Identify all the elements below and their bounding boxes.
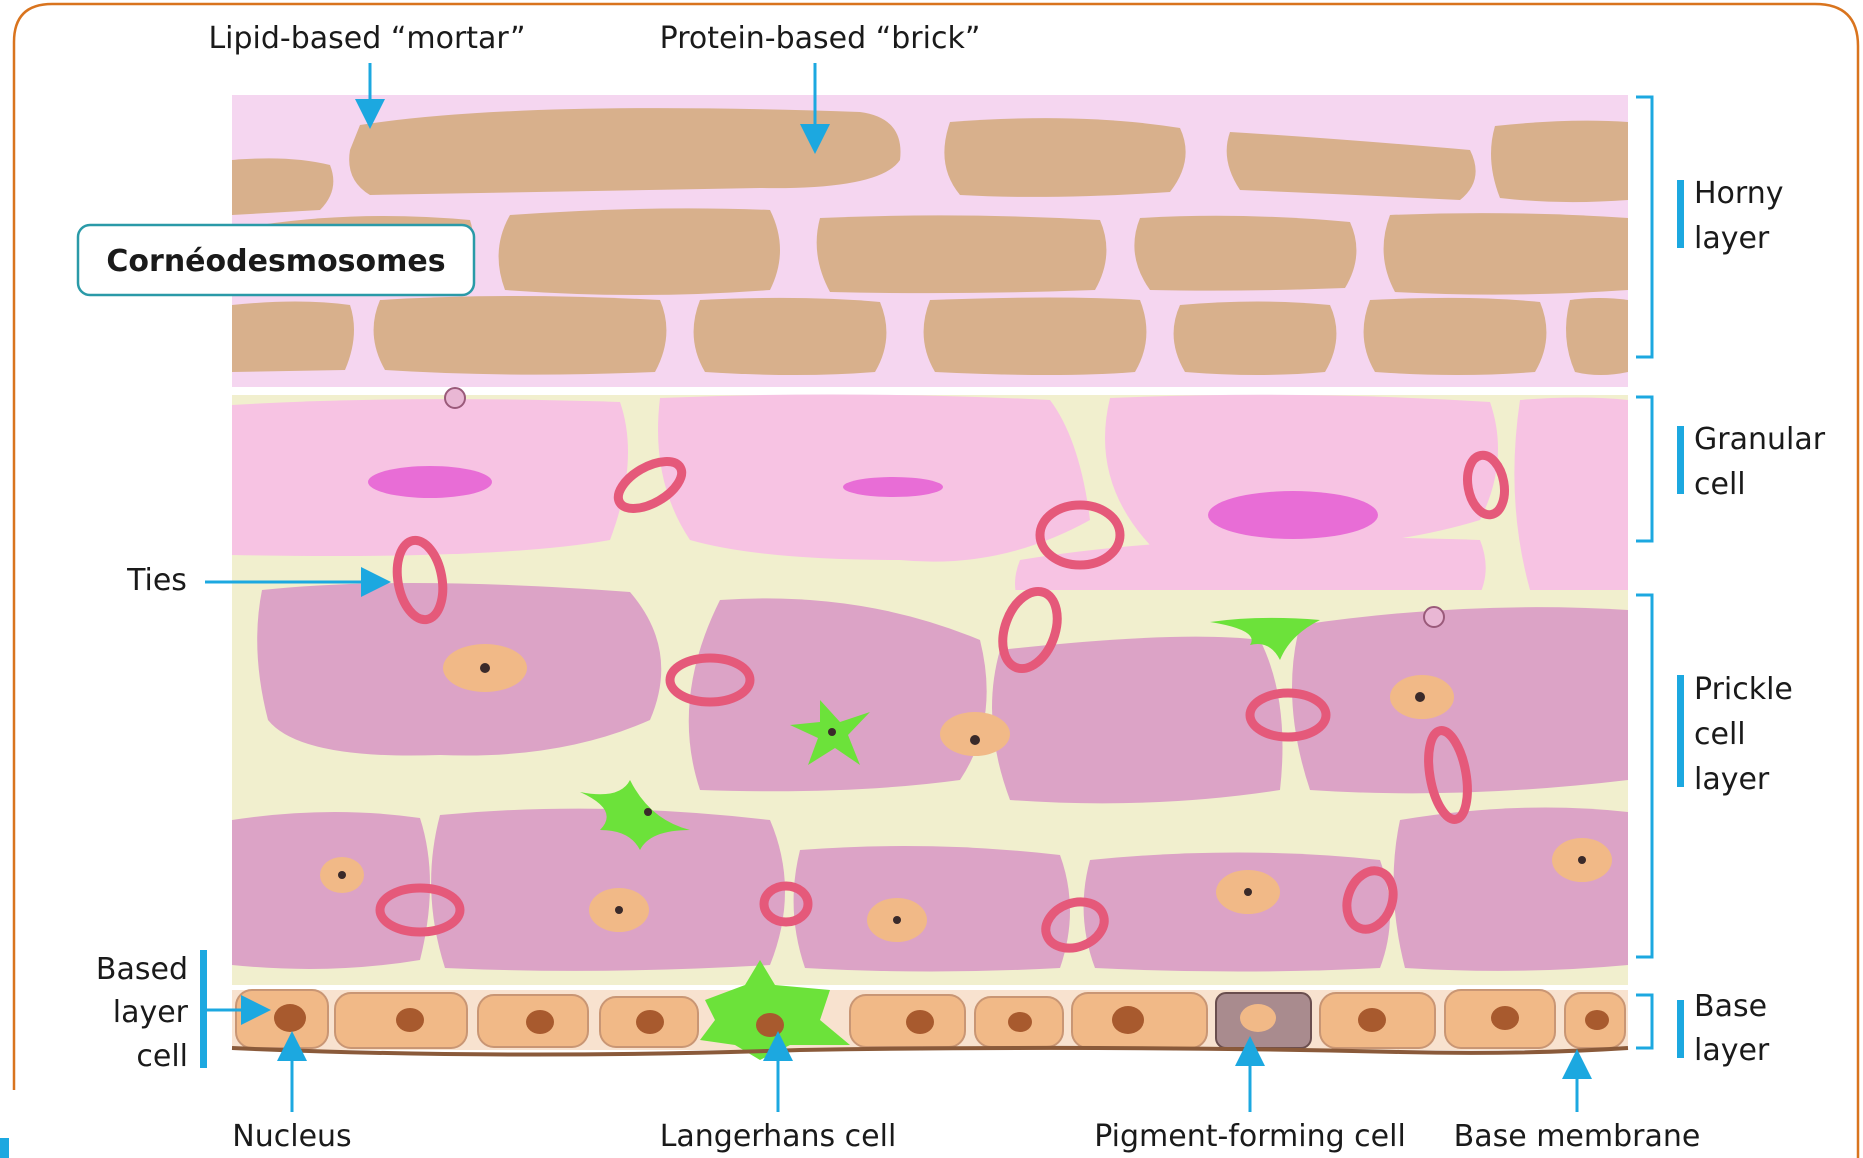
base-label-bar [1677, 1000, 1684, 1058]
base-nucleus [756, 1013, 784, 1037]
base-nucleus [906, 1010, 934, 1034]
base-membrane-label: Base membrane [1454, 1119, 1701, 1154]
prickle-cell [1394, 808, 1628, 971]
cell-nucleus [940, 712, 1010, 756]
brick [1566, 298, 1628, 375]
brick [1364, 298, 1547, 375]
brick [1491, 121, 1628, 202]
small-cell [1424, 607, 1444, 627]
ties-label: Ties [126, 563, 187, 598]
prickle-label-line-1: Prickle [1694, 672, 1793, 707]
brick [232, 302, 354, 373]
corner-marker [0, 1138, 9, 1158]
brick [817, 215, 1107, 293]
pigment-cell-inner [1240, 1004, 1276, 1032]
nucleolus [1244, 888, 1252, 896]
nucleolus [1578, 856, 1586, 864]
nucleolus [480, 663, 490, 673]
prickle-label-bar [1677, 675, 1684, 787]
brick [349, 108, 900, 195]
horny-label-bar [1677, 180, 1684, 248]
nucleolus [893, 916, 901, 924]
prickle-label-line-3: layer [1694, 762, 1770, 797]
prickle-layer-bracket [1636, 595, 1652, 957]
corneodesmosomes-label: Cornéodesmosomes [106, 244, 445, 279]
pigment-forming-cell-label: Pigment-forming cell [1094, 1119, 1406, 1154]
nucleolus [970, 735, 980, 745]
brick [944, 118, 1185, 197]
base-nucleus [1585, 1010, 1609, 1030]
brick [1134, 216, 1356, 291]
brick [374, 296, 667, 375]
nucleolus [615, 906, 623, 914]
base-nucleus [396, 1008, 424, 1032]
brick [499, 208, 780, 295]
horny-label-line-1: Horny [1694, 176, 1784, 211]
base-nucleus [274, 1004, 306, 1032]
nucleolus [1415, 692, 1425, 702]
layer-label: layer [113, 995, 189, 1030]
langerhans-cell-label: Langerhans cell [660, 1119, 897, 1154]
granular-label-line-1: Granular [1694, 422, 1826, 457]
brick [1174, 302, 1337, 376]
base-nucleus [1491, 1006, 1519, 1030]
lipid-mortar-label: Lipid-based “mortar” [208, 21, 525, 56]
prickle-label-line-2: cell [1694, 717, 1746, 752]
granular-cell [1514, 398, 1628, 604]
based-label: Based [96, 952, 188, 987]
granular-label-bar [1677, 426, 1684, 494]
protein-brick-label: Protein-based “brick” [660, 21, 981, 56]
granular-label-line-2: cell [1694, 467, 1746, 502]
dendritic-nucleus [644, 808, 652, 816]
brick [232, 158, 333, 215]
granular-layer-bracket [1636, 397, 1652, 541]
brick [1384, 213, 1628, 294]
base-nucleus [526, 1010, 554, 1034]
small-cell [445, 388, 465, 408]
granule [368, 466, 492, 498]
horny-label-line-2: layer [1694, 221, 1770, 256]
brick [924, 298, 1147, 376]
cell-label: cell [136, 1039, 188, 1074]
horny-layer-bracket [1636, 97, 1652, 357]
base-nucleus [1112, 1006, 1144, 1034]
base-label-line-1: Base [1694, 989, 1767, 1024]
base-layer-bracket [1636, 995, 1652, 1048]
base-nucleus [1358, 1008, 1386, 1032]
based-layer-cell-label-bar [200, 950, 207, 1068]
base-label-line-2: layer [1694, 1033, 1770, 1068]
granule [1208, 491, 1378, 539]
nucleus-label: Nucleus [232, 1119, 351, 1154]
prickle-cell [794, 846, 1070, 972]
dendritic-nucleus [828, 728, 836, 736]
layer-brackets [1636, 97, 1652, 1048]
brick [694, 298, 887, 375]
base-nucleus [1008, 1012, 1032, 1032]
granule [843, 477, 943, 497]
base-nucleus [636, 1010, 664, 1034]
nucleolus [338, 871, 346, 879]
